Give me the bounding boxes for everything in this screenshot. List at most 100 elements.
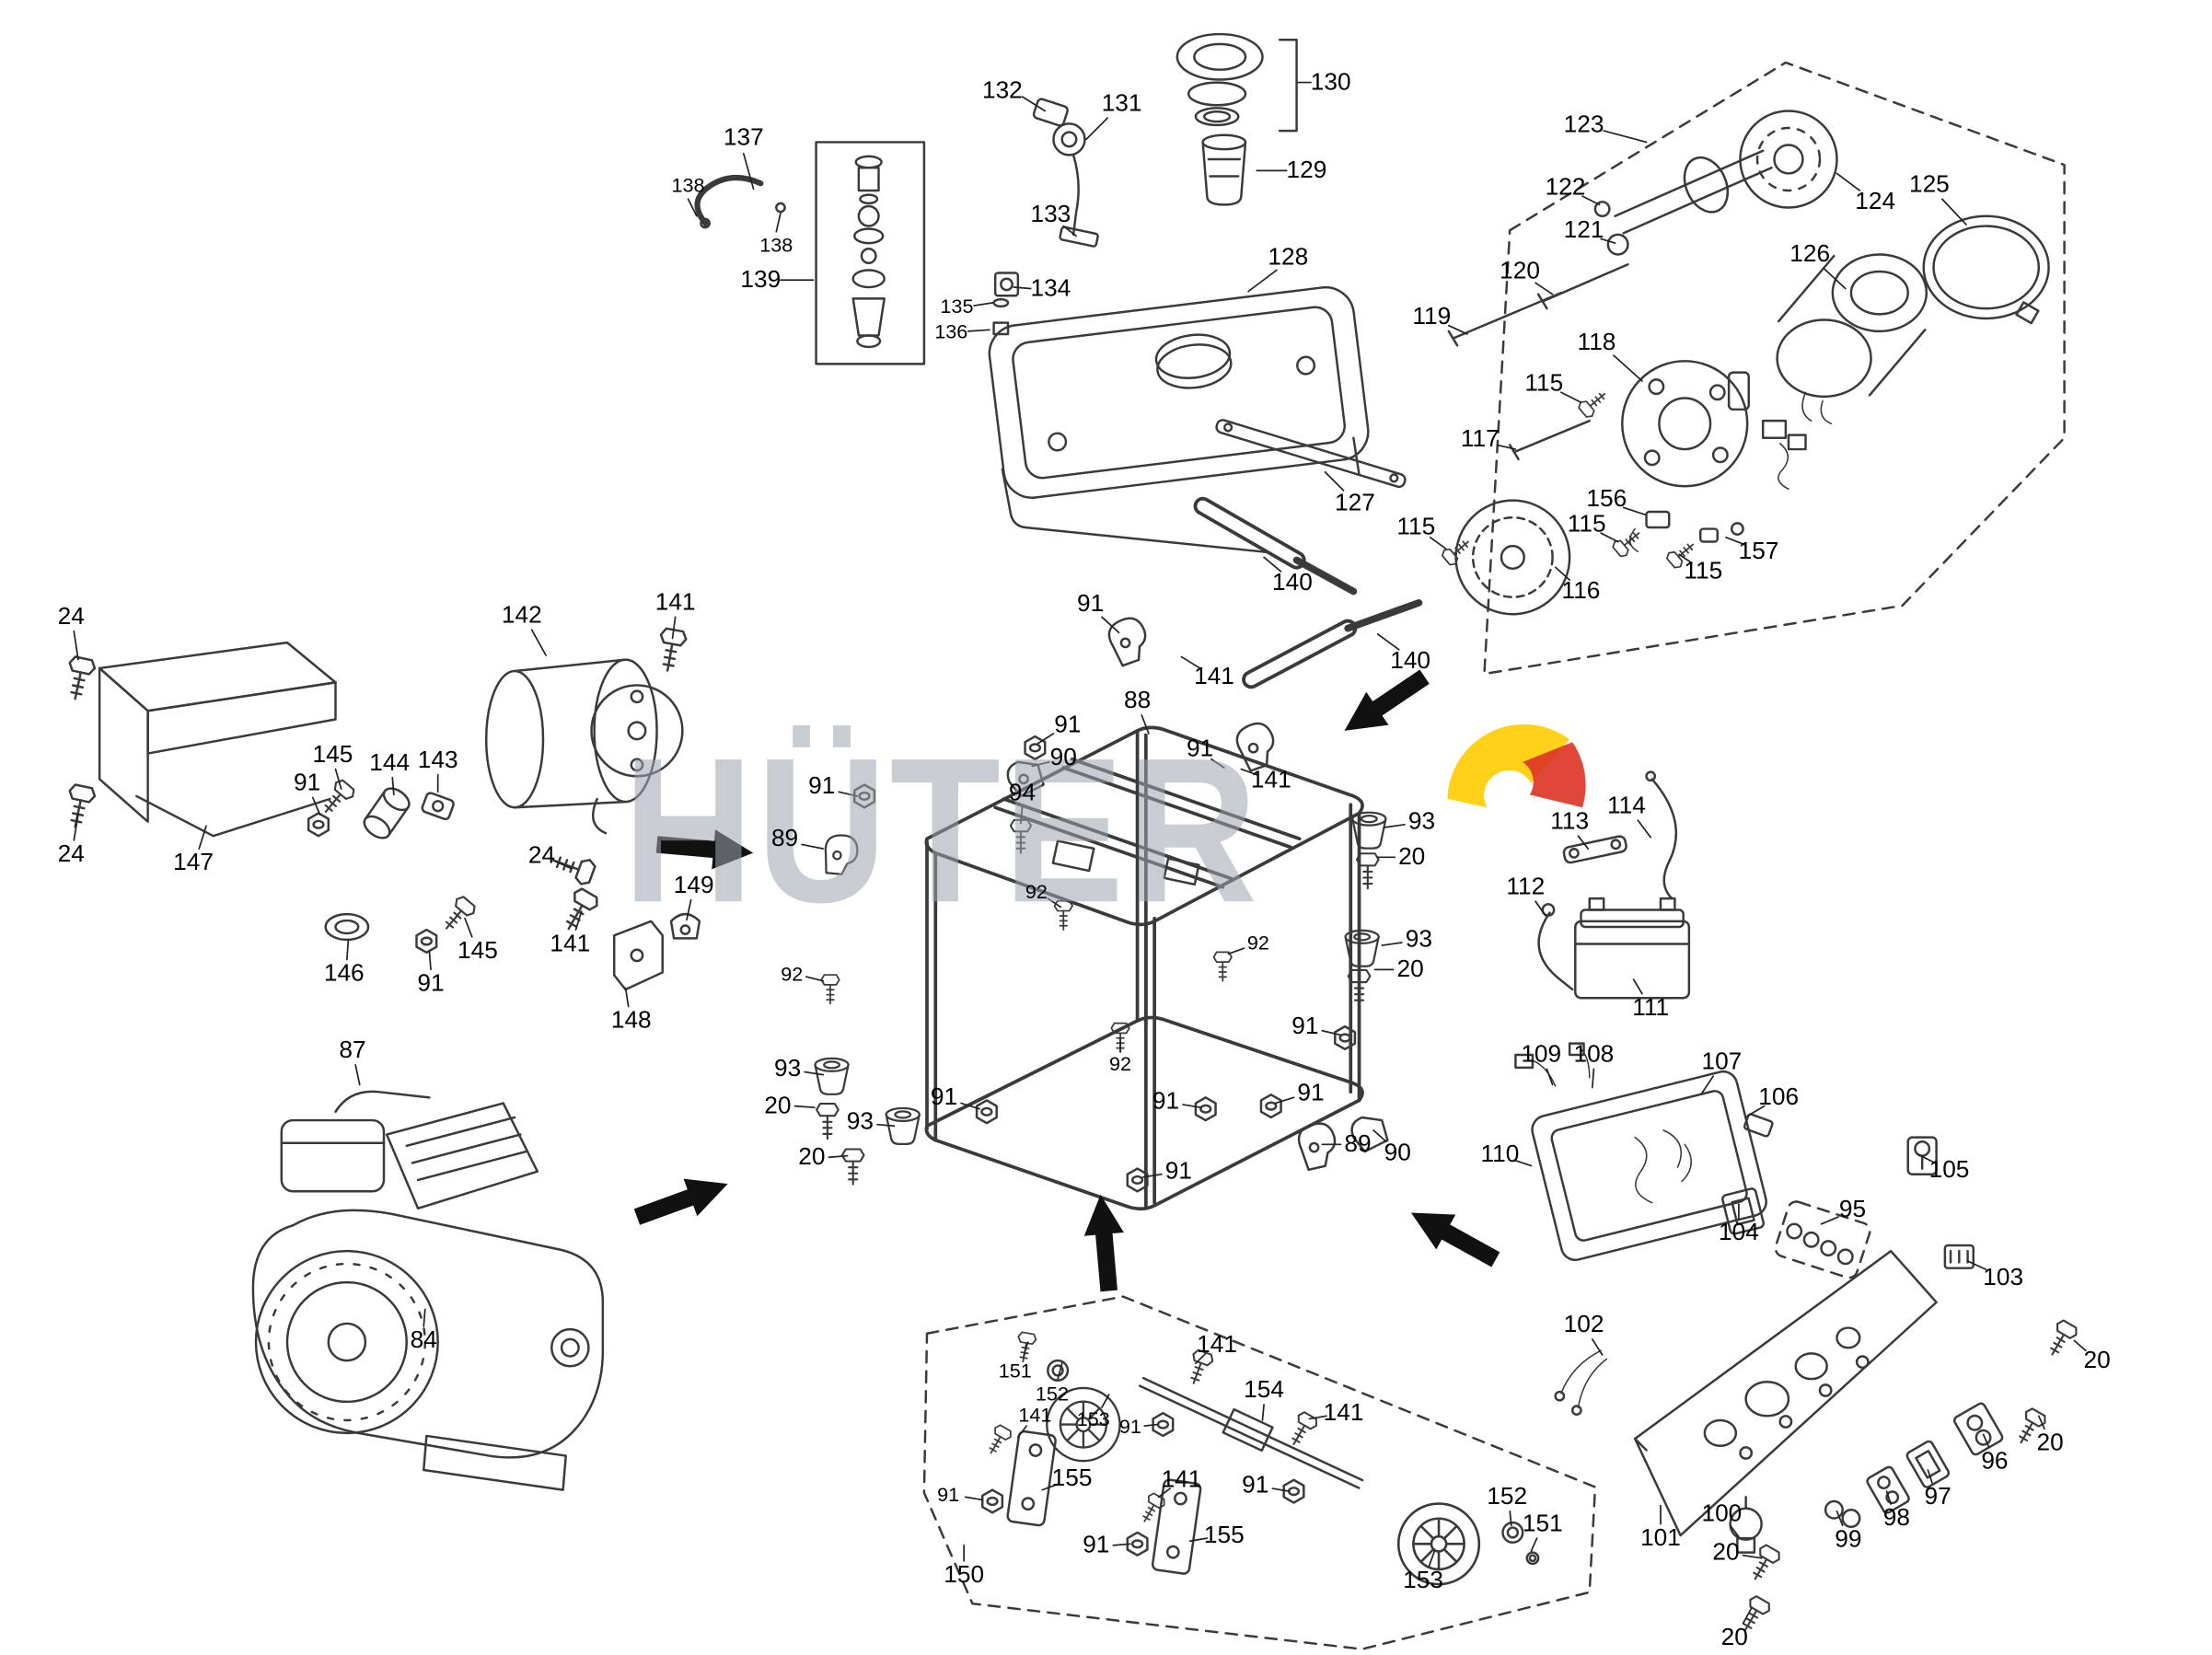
wheel-kit-drawing <box>922 1295 1597 1650</box>
part-label-90: 90 <box>1384 1139 1411 1166</box>
part-label-151: 151 <box>1522 1510 1563 1537</box>
frame-hardware-drawing <box>820 735 1389 1193</box>
part-label-144: 144 <box>369 748 411 777</box>
frame-drawing <box>924 725 1364 1211</box>
part-label-115: 115 <box>1396 513 1436 540</box>
handle-drawing <box>1105 496 1423 774</box>
part-label-24: 24 <box>527 841 556 869</box>
panel-plate-drawing <box>1633 1249 2080 1638</box>
part-label-99: 99 <box>1835 1525 1862 1553</box>
part-label-125: 125 <box>1908 170 1950 198</box>
part-label-20: 20 <box>2036 1429 2064 1456</box>
part-label-113: 113 <box>1550 807 1590 835</box>
part-label-120: 120 <box>1500 257 1540 284</box>
battery-drawing <box>1537 770 1691 1000</box>
part-label-141: 141 <box>1161 1465 1202 1493</box>
fuel-hose-drawing <box>694 174 786 229</box>
part-label-96: 96 <box>1981 1447 2009 1475</box>
part-label-126: 126 <box>1789 240 1831 268</box>
side-panel-drawing <box>61 641 337 838</box>
part-label-140: 140 <box>1272 568 1313 596</box>
part-label-91: 91 <box>1186 735 1214 762</box>
part-label-141: 141 <box>654 588 696 616</box>
part-label-149: 149 <box>673 871 714 899</box>
control-box-drawing <box>1514 1042 1975 1417</box>
part-label-156: 156 <box>1586 484 1627 513</box>
fuel-cap-drawing <box>1175 32 1298 206</box>
part-label-112: 112 <box>1506 873 1546 900</box>
part-label-143: 143 <box>417 746 458 774</box>
part-label-129: 129 <box>1286 156 1327 184</box>
alternator-drawing <box>1439 61 2066 676</box>
part-label-90: 90 <box>1049 743 1077 771</box>
part-label-104: 104 <box>1719 1218 1759 1245</box>
part-label-141: 141 <box>550 930 591 957</box>
part-label-132: 132 <box>981 76 1023 104</box>
part-label-107: 107 <box>1701 1047 1743 1075</box>
part-label-88: 88 <box>1123 686 1152 714</box>
part-label-136: 136 <box>934 319 968 343</box>
part-label-20: 20 <box>1396 955 1424 983</box>
part-label-114: 114 <box>1606 792 1646 819</box>
part-label-24: 24 <box>57 839 85 868</box>
part-label-139: 139 <box>740 265 782 294</box>
part-label-115: 115 <box>1567 510 1606 538</box>
part-label-131: 131 <box>1101 89 1142 117</box>
part-label-108: 108 <box>1573 1040 1615 1068</box>
part-label-20: 20 <box>1720 1623 1748 1651</box>
part-label-155: 155 <box>1203 1521 1245 1548</box>
part-label-152: 152 <box>1487 1482 1528 1510</box>
part-label-94: 94 <box>1008 779 1037 806</box>
part-label-102: 102 <box>1563 1311 1604 1338</box>
part-label-157: 157 <box>1738 537 1779 565</box>
part-label-103: 103 <box>1983 1264 2024 1291</box>
part-label-91: 91 <box>417 969 445 997</box>
part-label-24: 24 <box>57 602 85 631</box>
part-label-141: 141 <box>1323 1398 1364 1427</box>
part-label-111: 111 <box>1632 993 1670 1021</box>
part-label-91: 91 <box>930 1082 958 1111</box>
part-label-145: 145 <box>457 936 498 965</box>
brand-logo-swoosh <box>1447 723 1586 808</box>
part-label-124: 124 <box>1855 187 1896 215</box>
part-label-91: 91 <box>1054 711 1082 738</box>
part-label-134: 134 <box>1030 274 1071 302</box>
part-label-100: 100 <box>1701 1499 1743 1527</box>
part-label-138: 138 <box>759 233 793 257</box>
fuel-gauge-drawing <box>992 98 1099 336</box>
part-label-95: 95 <box>1838 1195 1867 1223</box>
part-label-91: 91 <box>1242 1471 1269 1499</box>
part-label-20: 20 <box>764 1092 792 1119</box>
part-label-101: 101 <box>1640 1523 1681 1552</box>
part-label-98: 98 <box>1882 1504 1910 1532</box>
part-label-110: 110 <box>1480 1140 1520 1168</box>
part-label-92: 92 <box>1246 931 1269 955</box>
part-label-105: 105 <box>1928 1155 1970 1184</box>
part-label-137: 137 <box>723 123 764 151</box>
part-label-106: 106 <box>1758 1082 1800 1111</box>
part-label-109: 109 <box>1521 1040 1562 1068</box>
part-label-115: 115 <box>1684 557 1723 584</box>
part-label-152: 152 <box>1035 1382 1069 1405</box>
part-label-141: 141 <box>1018 1403 1052 1427</box>
part-label-20: 20 <box>1398 842 1426 871</box>
part-label-89: 89 <box>1344 1129 1372 1158</box>
muffler-drawing <box>484 626 689 835</box>
part-label-153: 153 <box>1076 1407 1110 1430</box>
part-label-141: 141 <box>1194 662 1234 690</box>
part-label-91: 91 <box>1083 1531 1110 1558</box>
part-label-20: 20 <box>2083 1346 2111 1373</box>
part-label-146: 146 <box>323 959 365 987</box>
part-label-91: 91 <box>1152 1087 1180 1115</box>
part-label-97: 97 <box>1924 1482 1951 1510</box>
part-label-87: 87 <box>339 1036 366 1064</box>
part-label-119: 119 <box>1412 302 1452 330</box>
part-label-118: 118 <box>1577 328 1616 356</box>
part-label-91: 91 <box>293 769 321 796</box>
fuel-valve-drawing <box>815 141 926 365</box>
part-label-130: 130 <box>1310 68 1351 96</box>
part-label-93: 93 <box>1405 925 1433 953</box>
part-label-151: 151 <box>998 1359 1032 1383</box>
